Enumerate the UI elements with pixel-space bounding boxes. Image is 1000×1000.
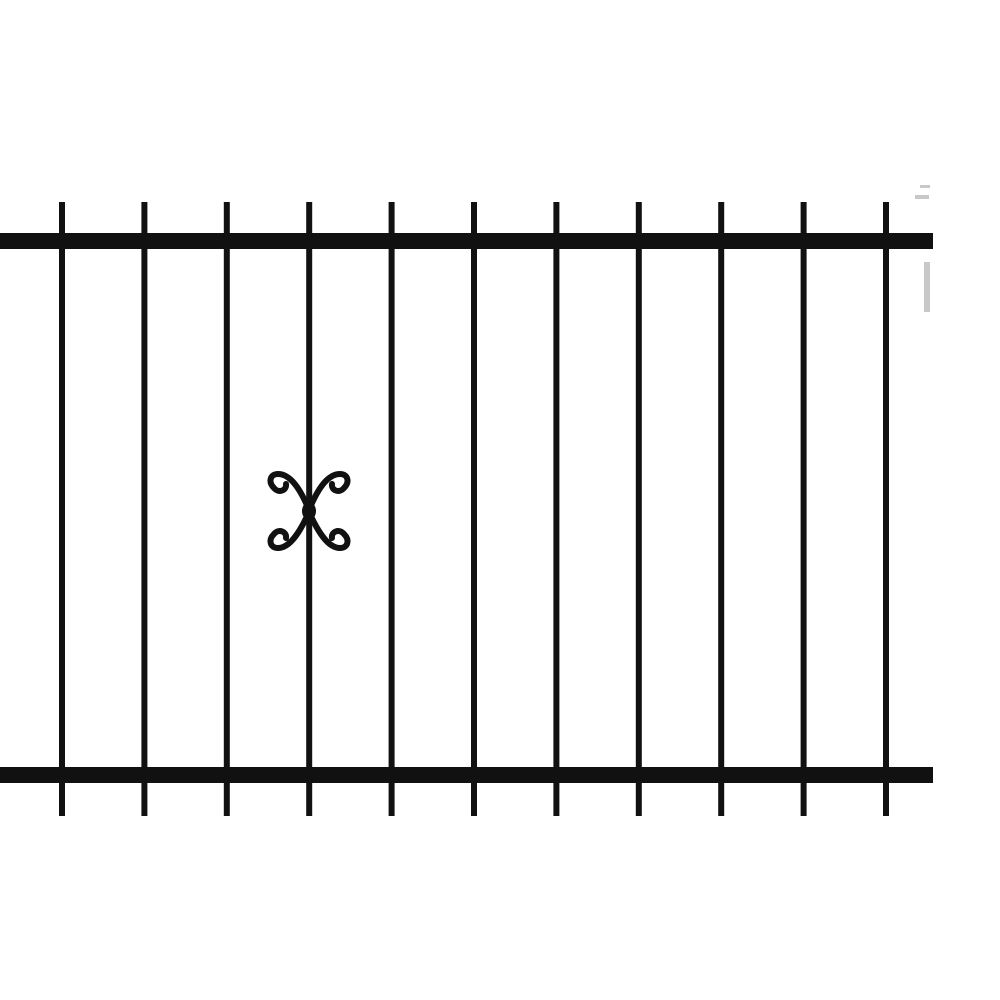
fence-picket bbox=[635, 202, 642, 816]
ornament-scroll-bottom-left bbox=[267, 509, 312, 552]
top-rail bbox=[0, 233, 933, 249]
scroll-butterfly-ornament bbox=[267, 470, 351, 552]
fence-picket bbox=[59, 202, 65, 816]
ornament-scroll-top-left bbox=[267, 470, 312, 513]
fence-picket bbox=[471, 202, 477, 816]
fence-picket bbox=[718, 202, 725, 816]
fence-picket bbox=[883, 202, 889, 816]
fence-picket bbox=[223, 202, 230, 816]
ornament-scroll-top-right bbox=[306, 470, 351, 513]
fence-rails bbox=[0, 233, 933, 783]
right-edge-residue bbox=[915, 185, 930, 312]
fence-picket bbox=[388, 202, 395, 816]
bottom-rail bbox=[0, 767, 933, 783]
fence-picket bbox=[141, 202, 148, 816]
fence-picket bbox=[800, 202, 807, 816]
fence-picket bbox=[553, 202, 560, 816]
ornament-center-knot bbox=[302, 502, 316, 520]
ornament-scroll-bottom-right bbox=[306, 509, 351, 552]
